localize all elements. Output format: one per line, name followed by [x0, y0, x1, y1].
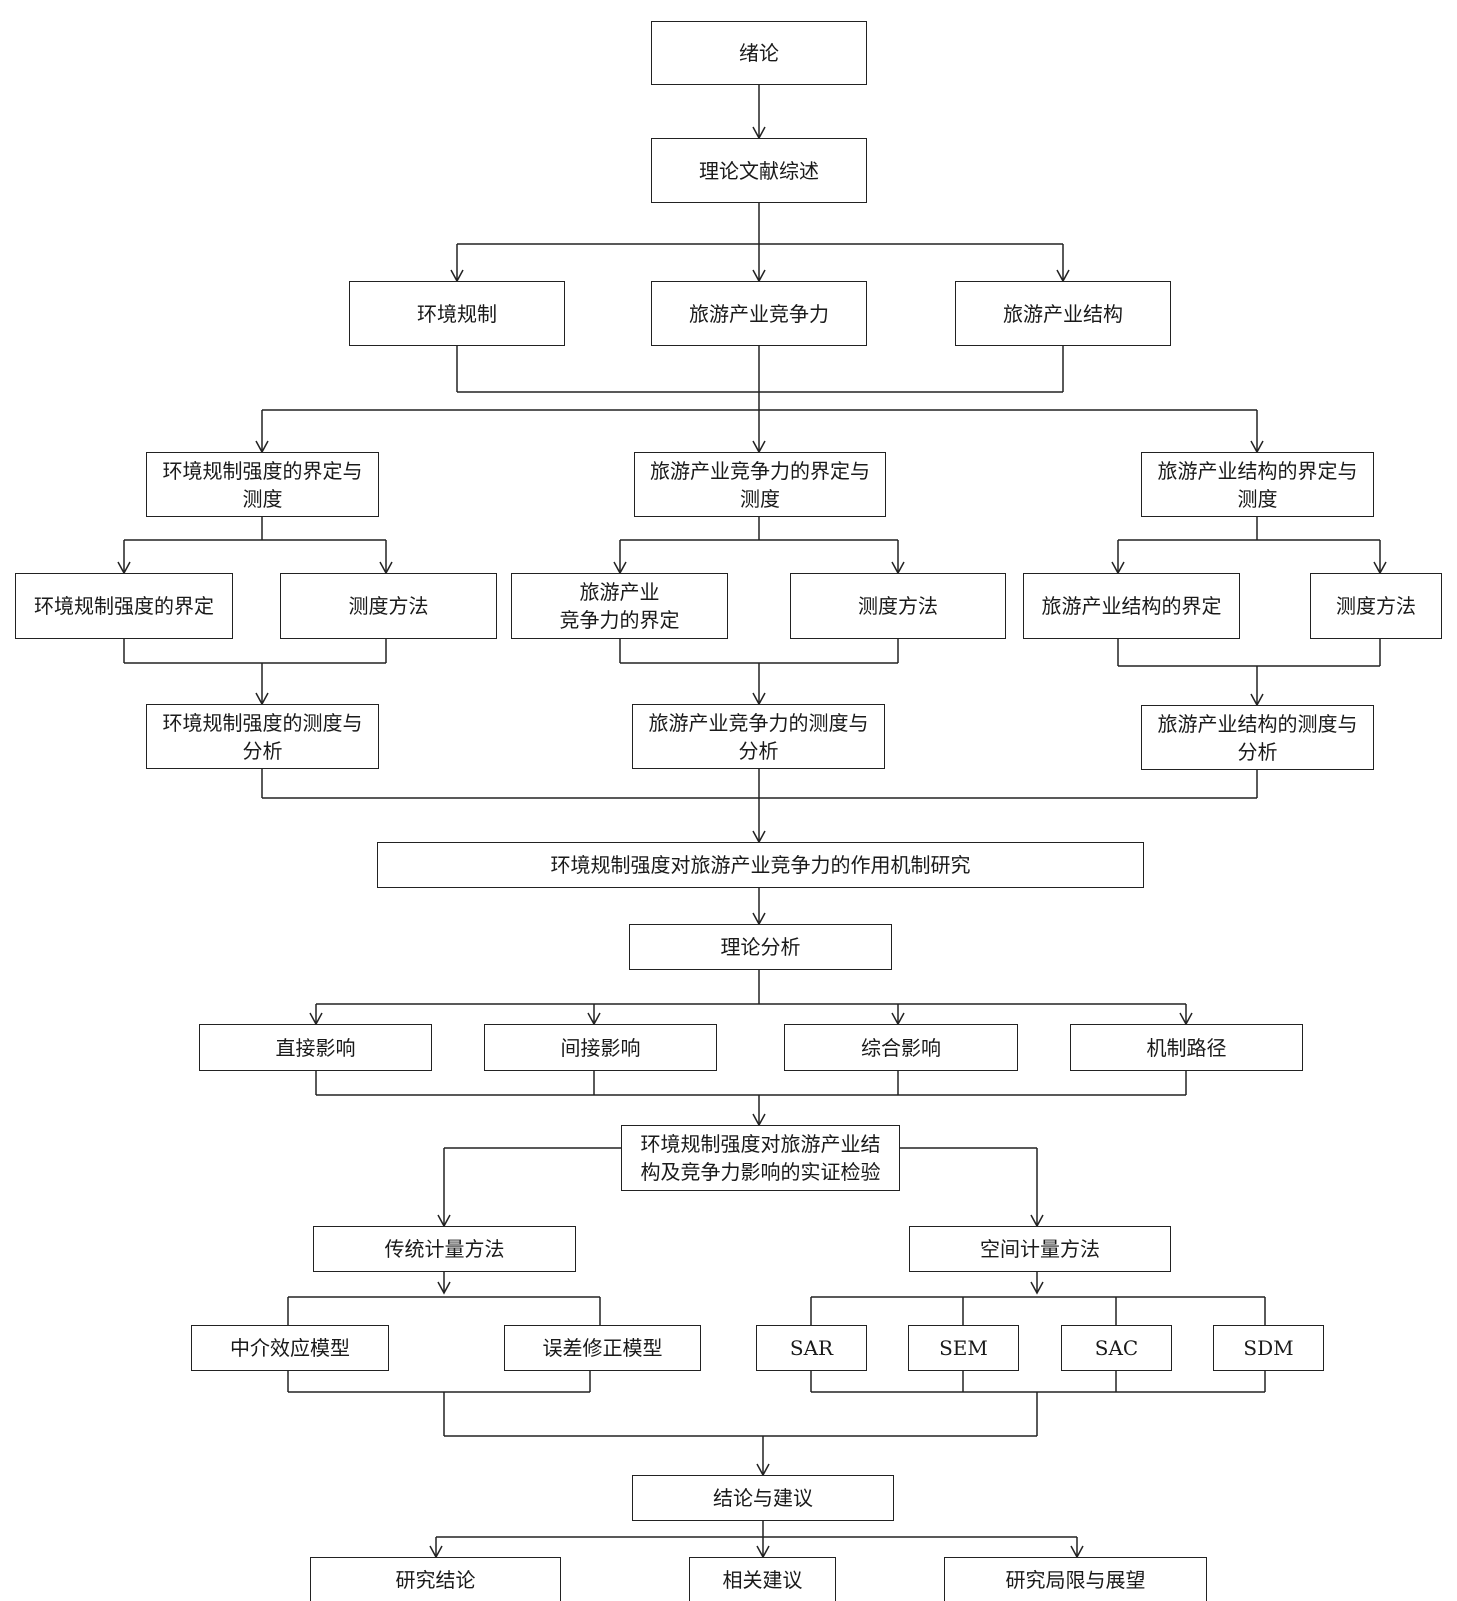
node-tourism-structure-line: 旅游产业结构 — [1003, 301, 1123, 326]
node-ts-definition-measurement-line-1: 旅游产业结构的界定与 — [1157, 458, 1358, 483]
node-error-correction-model-line: 误差修正模型 — [542, 1336, 663, 1360]
node-tc-definition: 旅游产业 竞争力的界定 — [511, 573, 728, 639]
node-mediation-model: 中介效应模型 — [191, 1325, 389, 1371]
node-comprehensive-effect-line: 综合影响 — [861, 1035, 941, 1060]
arrowhead-icon — [1030, 1281, 1044, 1295]
node-tc-measurement-analysis-line-2: 分析 — [738, 738, 779, 763]
node-intro-line: 绪论 — [739, 41, 779, 65]
node-sem-line: SEM — [939, 1336, 988, 1360]
node-er-method-line: 测度方法 — [348, 594, 429, 618]
node-ts-measurement-analysis-line-1: 旅游产业结构的测度与 — [1157, 711, 1358, 736]
node-spatial-econometrics-line: 空间计量方法 — [980, 1237, 1100, 1261]
node-ts-measurement-analysis-line-2: 分析 — [1237, 739, 1278, 764]
node-tc-definition-line-1: 旅游产业 — [579, 580, 660, 604]
node-mechanism-research-line: 环境规制强度对旅游产业竞争力的作用机制研究 — [550, 853, 971, 877]
node-ts-definition-measurement: 旅游产业结构的界定与 测度 — [1141, 452, 1374, 517]
node-tc-definition-measurement-line-2: 测度 — [740, 486, 780, 511]
node-mediation-model-line: 中介效应模型 — [230, 1336, 350, 1360]
node-indirect-effect: 间接影响 — [484, 1024, 717, 1071]
node-er-measurement-analysis-line-2: 分析 — [242, 738, 283, 763]
node-ts-measurement-analysis: 旅游产业结构的测度与 分析 — [1141, 705, 1374, 770]
node-traditional-econometrics-line: 传统计量方法 — [384, 1237, 505, 1261]
node-limitations-outlook: 研究局限与展望 — [944, 1557, 1207, 1601]
node-sar: SAR — [756, 1325, 867, 1371]
node-sem: SEM — [908, 1325, 1019, 1371]
node-sac: SAC — [1061, 1325, 1172, 1371]
node-er-definition-measurement: 环境规制强度的界定与 测度 — [146, 452, 379, 517]
node-indirect-effect-line: 间接影响 — [560, 1035, 641, 1060]
node-tourism-competitiveness-line: 旅游产业竞争力 — [689, 301, 829, 326]
node-ts-method-line: 测度方法 — [1336, 594, 1416, 618]
node-mechanism-path: 机制路径 — [1070, 1024, 1303, 1071]
node-empirical-test-line-1: 环境规制强度对旅游产业结 — [640, 1132, 881, 1156]
node-er-definition-measurement-line-1: 环境规制强度的界定与 — [162, 458, 363, 483]
node-direct-effect-line: 直接影响 — [275, 1035, 356, 1060]
node-theoretical-analysis: 理论分析 — [629, 924, 892, 970]
node-tc-measurement-analysis-line-1: 旅游产业竞争力的测度与 — [648, 710, 869, 735]
node-er-measurement-analysis: 环境规制强度的测度与 分析 — [146, 704, 379, 769]
node-tc-definition-line-2: 竞争力的界定 — [559, 608, 680, 632]
node-ts-method: 测度方法 — [1310, 573, 1442, 639]
node-theoretical-analysis-line: 理论分析 — [720, 935, 801, 959]
node-sac-line: SAC — [1094, 1336, 1139, 1360]
node-tourism-structure: 旅游产业结构 — [955, 281, 1171, 346]
node-comprehensive-effect: 综合影响 — [784, 1024, 1018, 1071]
node-mechanism-research: 环境规制强度对旅游产业竞争力的作用机制研究 — [377, 842, 1144, 888]
node-intro: 绪论 — [651, 21, 867, 85]
node-limitations-outlook-line: 研究局限与展望 — [1005, 1568, 1146, 1592]
node-sar-line: SAR — [789, 1336, 834, 1360]
node-tc-measurement-analysis: 旅游产业竞争力的测度与 分析 — [632, 704, 885, 769]
node-conclusion-suggestions-line: 结论与建议 — [713, 1486, 813, 1510]
node-empirical-test: 环境规制强度对旅游产业结 构及竞争力影响的实证检验 — [621, 1125, 900, 1191]
node-tourism-competitiveness: 旅游产业竞争力 — [651, 281, 867, 346]
node-environmental-regulation: 环境规制 — [349, 281, 565, 346]
node-related-suggestions: 相关建议 — [689, 1557, 836, 1601]
arrowhead-icon — [437, 1281, 451, 1295]
node-literature-review: 理论文献综述 — [651, 138, 867, 203]
node-direct-effect: 直接影响 — [199, 1024, 432, 1071]
node-mechanism-path-line: 机制路径 — [1146, 1035, 1227, 1060]
node-tc-method-line: 测度方法 — [858, 594, 938, 618]
node-research-findings-line: 研究结论 — [395, 1568, 476, 1592]
node-er-definition: 环境规制强度的界定 — [15, 573, 233, 639]
node-er-method: 测度方法 — [280, 573, 497, 639]
node-environmental-regulation-line: 环境规制 — [417, 301, 497, 326]
node-er-definition-line: 环境规制强度的界定 — [34, 594, 214, 618]
node-er-definition-measurement-line-2: 测度 — [242, 486, 283, 511]
node-sdm: SDM — [1213, 1325, 1324, 1371]
node-literature-review-line: 理论文献综述 — [699, 158, 819, 183]
node-research-findings: 研究结论 — [310, 1557, 561, 1601]
node-spatial-econometrics: 空间计量方法 — [909, 1226, 1171, 1272]
node-error-correction-model: 误差修正模型 — [504, 1325, 701, 1371]
node-sdm-line: SDM — [1243, 1336, 1294, 1360]
node-ts-definition-line: 旅游产业结构的界定 — [1041, 594, 1222, 618]
node-traditional-econometrics: 传统计量方法 — [313, 1226, 576, 1272]
node-tc-definition-measurement-line-1: 旅游产业竞争力的界定与 — [650, 458, 870, 483]
node-er-measurement-analysis-line-1: 环境规制强度的测度与 — [162, 710, 363, 735]
node-tc-definition-measurement: 旅游产业竞争力的界定与 测度 — [634, 452, 886, 517]
node-conclusion-suggestions: 结论与建议 — [632, 1475, 894, 1521]
node-ts-definition: 旅游产业结构的界定 — [1023, 573, 1240, 639]
node-tc-method: 测度方法 — [790, 573, 1006, 639]
node-empirical-test-line-2: 构及竞争力影响的实证检验 — [640, 1160, 881, 1184]
node-ts-definition-measurement-line-2: 测度 — [1237, 486, 1278, 511]
node-related-suggestions-line: 相关建议 — [722, 1568, 803, 1592]
